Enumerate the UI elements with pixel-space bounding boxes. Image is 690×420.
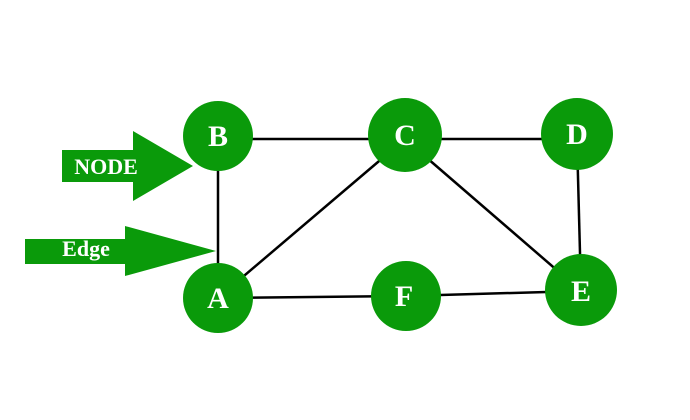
node-D: D (541, 98, 613, 170)
node-arrow-label: NODE (74, 154, 138, 179)
node-arrow-shape (62, 131, 193, 201)
nodes-group: B C D A F E (183, 98, 617, 333)
edge-arrow-shape (25, 226, 216, 276)
node-D-circle (541, 98, 613, 170)
edge-C-E (404, 138, 582, 292)
node-D-label: D (566, 118, 588, 151)
node-F-label: F (395, 280, 413, 313)
node-B-circle (183, 101, 253, 171)
node-F: F (371, 261, 441, 331)
node-C: C (368, 98, 442, 172)
node-C-label: C (394, 119, 416, 152)
node-E-label: E (571, 275, 591, 308)
node-C-circle (368, 98, 442, 172)
node-E: E (545, 254, 617, 326)
node-F-circle (371, 261, 441, 331)
node-A-label: A (207, 282, 229, 315)
edge-arrow: Edge (25, 226, 216, 276)
node-E-circle (545, 254, 617, 326)
node-B-label: B (208, 120, 228, 153)
node-B: B (183, 101, 253, 171)
node-A: A (183, 263, 253, 333)
node-A-circle (183, 263, 253, 333)
node-arrow: NODE (62, 131, 193, 201)
edge-arrow-label: Edge (62, 236, 110, 261)
edge-A-C (217, 138, 406, 299)
